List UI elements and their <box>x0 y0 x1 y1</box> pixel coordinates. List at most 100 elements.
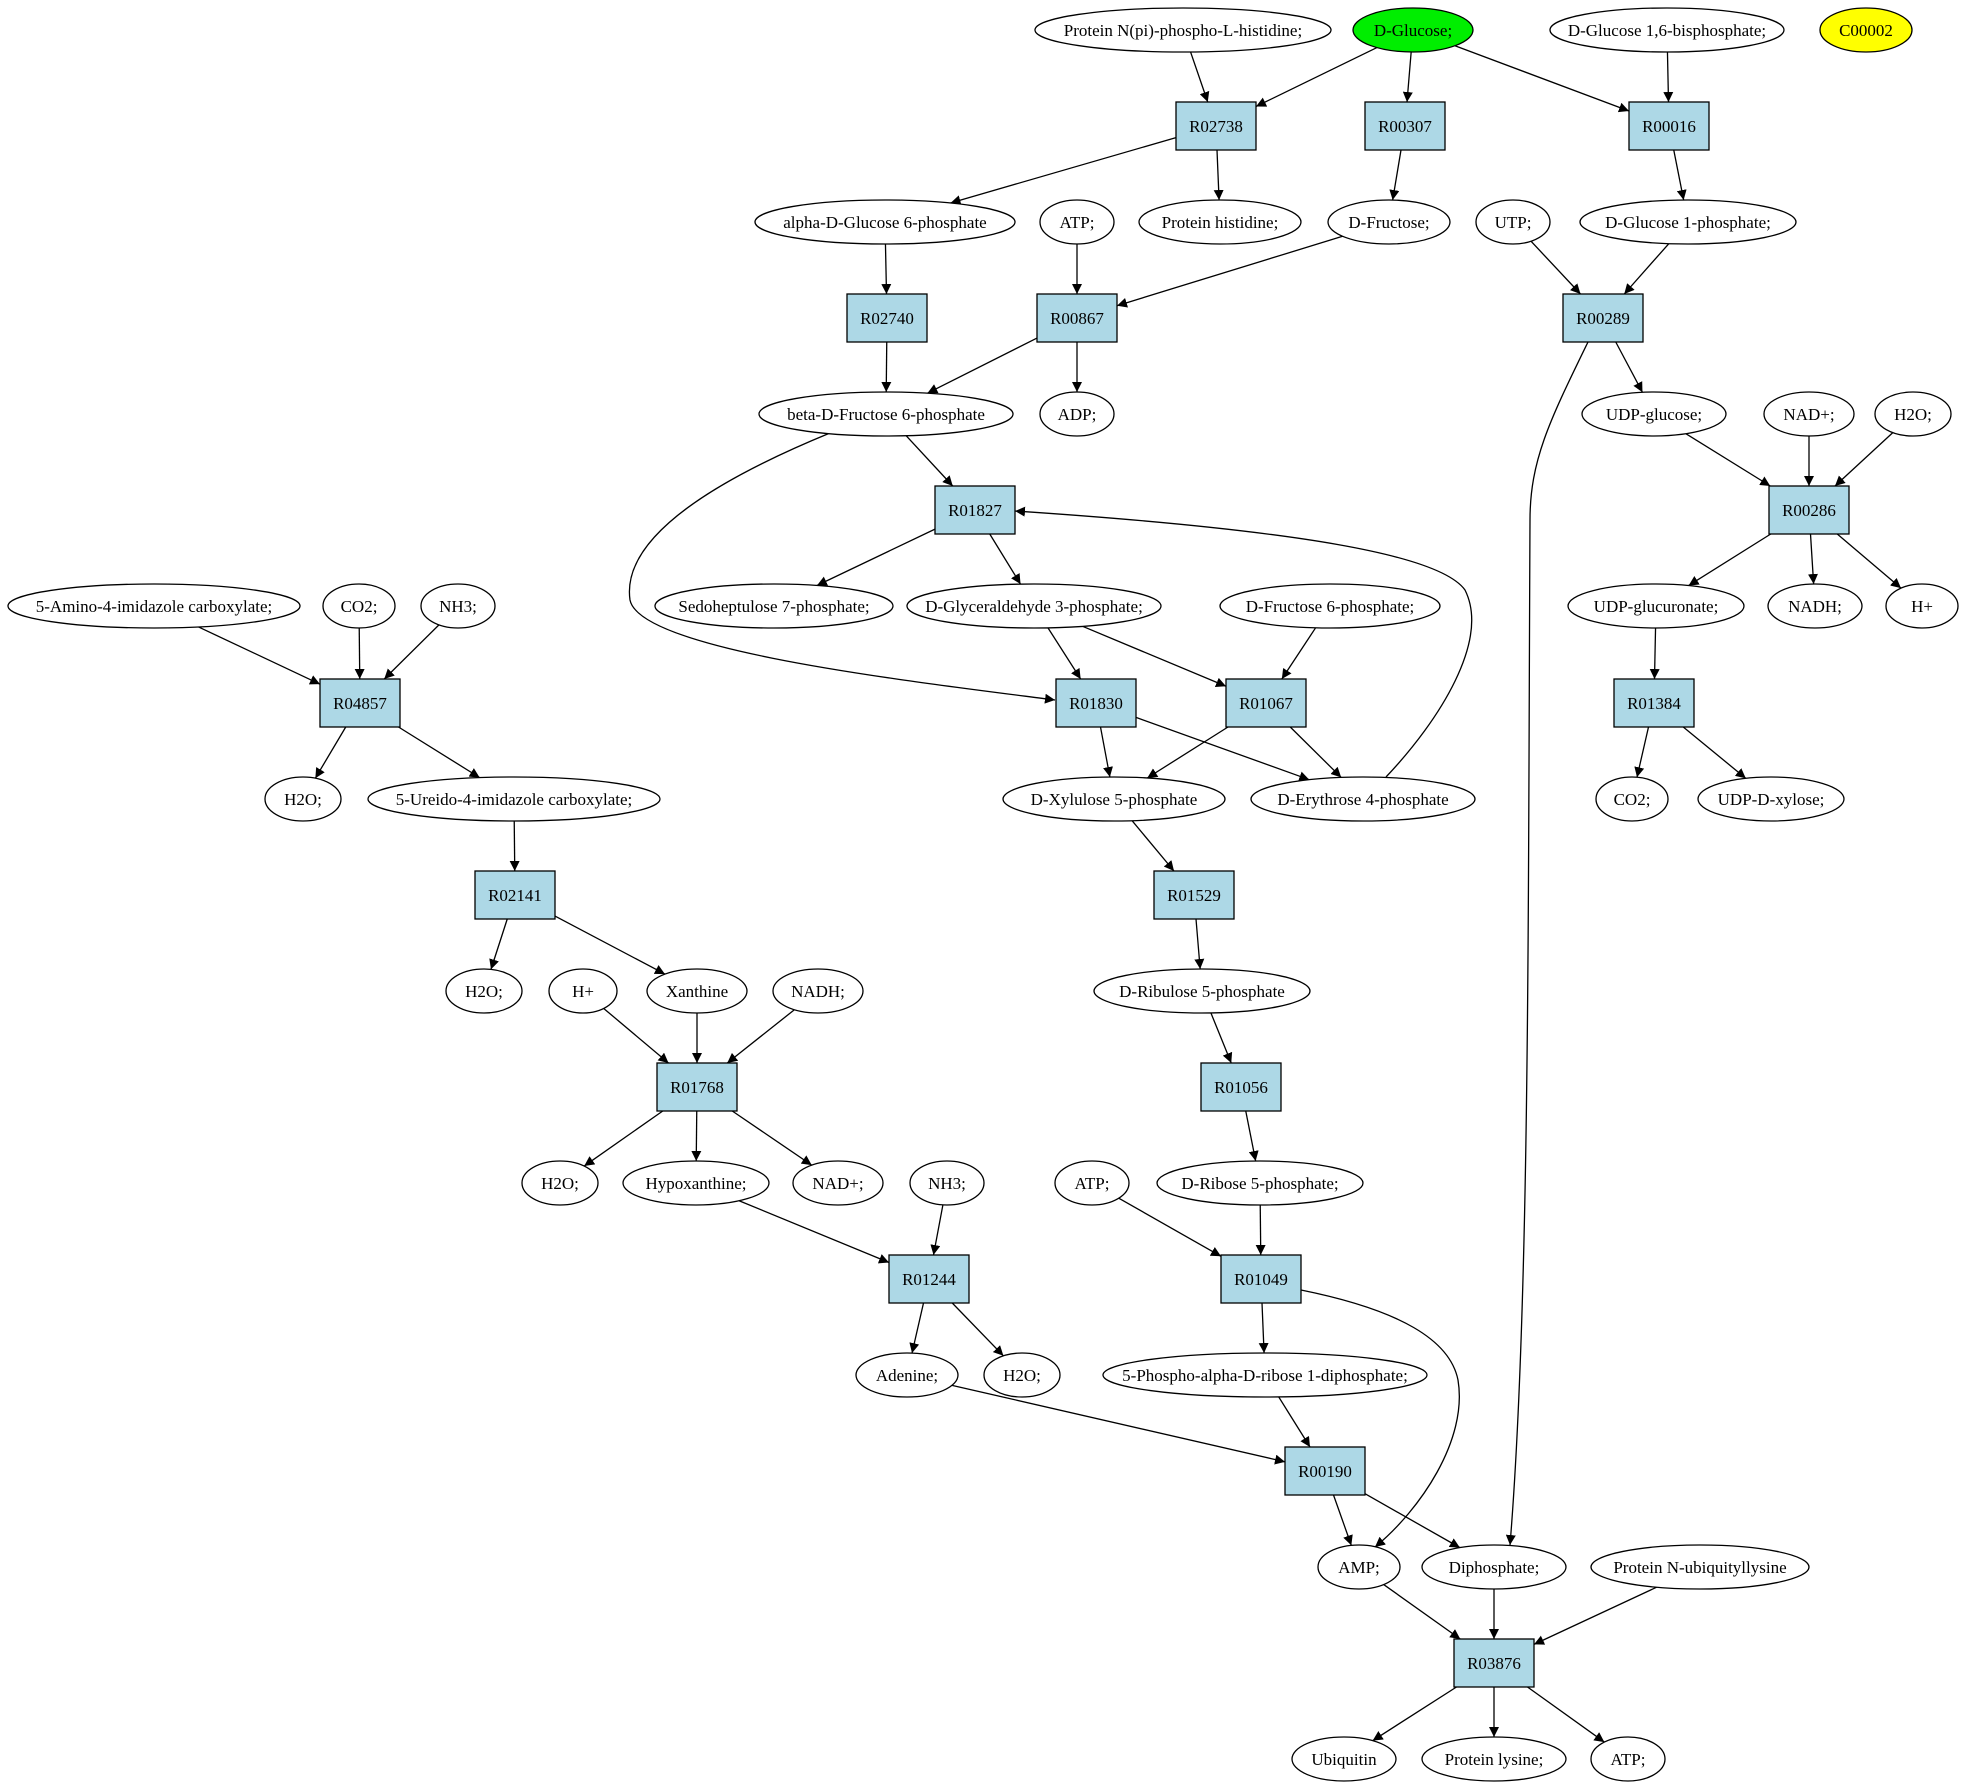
reaction-node[interactable]: R03876 <box>1453 1638 1535 1688</box>
compound-node[interactable]: H2O; <box>521 1160 599 1206</box>
compound-ellipse <box>1219 583 1441 629</box>
compound-ellipse <box>1421 1544 1567 1590</box>
compound-node[interactable]: Sedoheptulose 7-phosphate; <box>654 583 894 629</box>
compound-node[interactable]: ATP; <box>1054 1160 1130 1206</box>
reaction-node[interactable]: R00286 <box>1768 485 1850 535</box>
compound-node[interactable]: D-Erythrose 4-phosphate <box>1250 776 1476 822</box>
reaction-node[interactable]: R02738 <box>1175 101 1257 151</box>
compound-node[interactable]: CO2; <box>322 583 396 629</box>
reaction-box <box>656 1062 738 1112</box>
start-compound-node[interactable]: D-Glucose; <box>1352 7 1474 53</box>
edge-m_nadh2-to-r_R01768 <box>726 1009 795 1064</box>
compound-node[interactable]: NH3; <box>420 583 496 629</box>
compound-node[interactable]: D-Ribulose 5-phosphate <box>1093 968 1311 1014</box>
compound-node[interactable]: NADH; <box>1767 583 1863 629</box>
compound-node[interactable]: Adenine; <box>855 1352 959 1398</box>
compound-label: H2O; <box>541 1174 579 1193</box>
reaction-node[interactable]: R01067 <box>1225 678 1307 728</box>
highlight-compound-node[interactable]: C00002 <box>1819 7 1913 53</box>
compound-node[interactable]: 5-Ureido-4-imidazole carboxylate; <box>367 776 661 822</box>
compound-node[interactable]: beta-D-Fructose 6-phosphate <box>758 391 1014 437</box>
reaction-box <box>934 485 1016 535</box>
reaction-node[interactable]: R01244 <box>888 1254 970 1304</box>
reaction-node[interactable]: R01049 <box>1220 1254 1302 1304</box>
compound-ellipse <box>264 776 342 822</box>
compound-node[interactable]: alpha-D-Glucose 6-phosphate <box>754 199 1016 245</box>
reaction-node[interactable]: R04857 <box>319 678 401 728</box>
reaction-node[interactable]: R01056 <box>1200 1062 1282 1112</box>
compound-node[interactable]: H2O; <box>445 968 523 1014</box>
reaction-node[interactable]: R00190 <box>1284 1446 1366 1496</box>
reaction-node[interactable]: R00289 <box>1562 293 1644 343</box>
compound-node[interactable]: NAD+; <box>792 1160 884 1206</box>
compound-label: Diphosphate; <box>1449 1558 1540 1577</box>
compound-ellipse <box>420 583 496 629</box>
reaction-node[interactable]: R01768 <box>656 1062 738 1112</box>
compound-ellipse <box>1002 776 1226 822</box>
compound-node[interactable]: UDP-glucuronate; <box>1567 583 1745 629</box>
compound-label: D-Glucose 1-phosphate; <box>1605 213 1771 232</box>
compound-node[interactable]: Protein lysine; <box>1421 1736 1567 1782</box>
compound-label: UTP; <box>1495 213 1532 232</box>
edge-m_nh3a-to-r_R04857 <box>383 624 440 680</box>
compound-node[interactable]: ATP; <box>1039 199 1115 245</box>
reaction-box <box>1284 1446 1366 1496</box>
compound-node[interactable]: Diphosphate; <box>1421 1544 1567 1590</box>
compound-ellipse <box>445 968 523 1014</box>
reaction-node[interactable]: R01830 <box>1055 678 1137 728</box>
compound-node[interactable]: Ubiquitin <box>1291 1736 1397 1782</box>
reaction-node[interactable]: R02141 <box>474 870 556 920</box>
reaction-node[interactable]: R01529 <box>1153 870 1235 920</box>
reaction-label: R01056 <box>1214 1078 1268 1097</box>
compound-node[interactable]: D-Fructose 6-phosphate; <box>1219 583 1441 629</box>
compound-node[interactable]: CO2; <box>1595 776 1669 822</box>
edge-r_R03876-to-m_ubq <box>1372 1686 1457 1742</box>
compound-node[interactable]: H+ <box>548 968 618 1014</box>
compound-node[interactable]: D-Xylulose 5-phosphate <box>1002 776 1226 822</box>
compound-node[interactable]: H2O; <box>264 776 342 822</box>
compound-node[interactable]: H2O; <box>1874 391 1952 437</box>
edge-m_5uic-to-r_R02141 <box>509 820 520 872</box>
compound-node[interactable]: D-Glucose 1-phosphate; <box>1579 199 1797 245</box>
reaction-label: R00867 <box>1050 309 1104 328</box>
compound-node[interactable]: H2O; <box>983 1352 1061 1398</box>
compound-node[interactable]: D-Ribose 5-phosphate; <box>1156 1160 1364 1206</box>
compound-node[interactable]: 5-Amino-4-imidazole carboxylate; <box>7 583 301 629</box>
edge-m_bf6p-to-r_R01827 <box>905 435 954 487</box>
compound-node[interactable]: ATP; <box>1590 1736 1666 1782</box>
reaction-node[interactable]: R00016 <box>1628 101 1710 151</box>
compound-node[interactable]: UDP-glucose; <box>1581 391 1727 437</box>
compound-node[interactable]: ADP; <box>1039 391 1115 437</box>
edge-r_R01830-to-m_e4p <box>1135 716 1310 782</box>
compound-node[interactable]: D-Glyceraldehyde 3-phosphate; <box>906 583 1162 629</box>
compound-node[interactable]: UTP; <box>1475 199 1551 245</box>
compound-label: NH3; <box>439 597 477 616</box>
compound-ellipse <box>1093 968 1311 1014</box>
reaction-box <box>1175 101 1257 151</box>
edge-r_R00286-to-m_udpglcu <box>1688 533 1772 587</box>
compound-node[interactable]: NAD+; <box>1763 391 1855 437</box>
compound-node[interactable]: Protein N-ubiquityllysine <box>1590 1544 1810 1590</box>
compound-node[interactable]: Protein histidine; <box>1138 199 1302 245</box>
compound-node[interactable]: Hypoxanthine; <box>622 1160 770 1206</box>
compound-label: 5-Amino-4-imidazole carboxylate; <box>36 597 273 616</box>
compound-node[interactable]: D-Fructose; <box>1327 199 1451 245</box>
compound-label: H2O; <box>284 790 322 809</box>
compound-node[interactable]: 5-Phospho-alpha-D-ribose 1-diphosphate; <box>1102 1352 1428 1398</box>
compound-node[interactable]: UDP-D-xylose; <box>1697 776 1845 822</box>
edge-r_R01244-to-m_ade <box>909 1302 925 1354</box>
reaction-node[interactable]: R02740 <box>846 293 928 343</box>
reaction-node[interactable]: R00867 <box>1036 293 1118 343</box>
compound-node[interactable]: Xanthine <box>646 968 748 1014</box>
reaction-box <box>319 678 401 728</box>
compound-node[interactable]: AMP; <box>1317 1544 1401 1590</box>
compound-node[interactable]: Protein N(pi)-phospho-L-histidine; <box>1034 7 1332 53</box>
compound-node[interactable]: NH3; <box>909 1160 985 1206</box>
reaction-node[interactable]: R00307 <box>1364 101 1446 151</box>
compound-ellipse <box>1581 391 1727 437</box>
compound-node[interactable]: NADH; <box>772 968 864 1014</box>
reaction-node[interactable]: R01827 <box>934 485 1016 535</box>
compound-node[interactable]: H+ <box>1885 583 1959 629</box>
compound-node[interactable]: D-Glucose 1,6-bisphosphate; <box>1549 7 1785 53</box>
reaction-node[interactable]: R01384 <box>1613 678 1695 728</box>
